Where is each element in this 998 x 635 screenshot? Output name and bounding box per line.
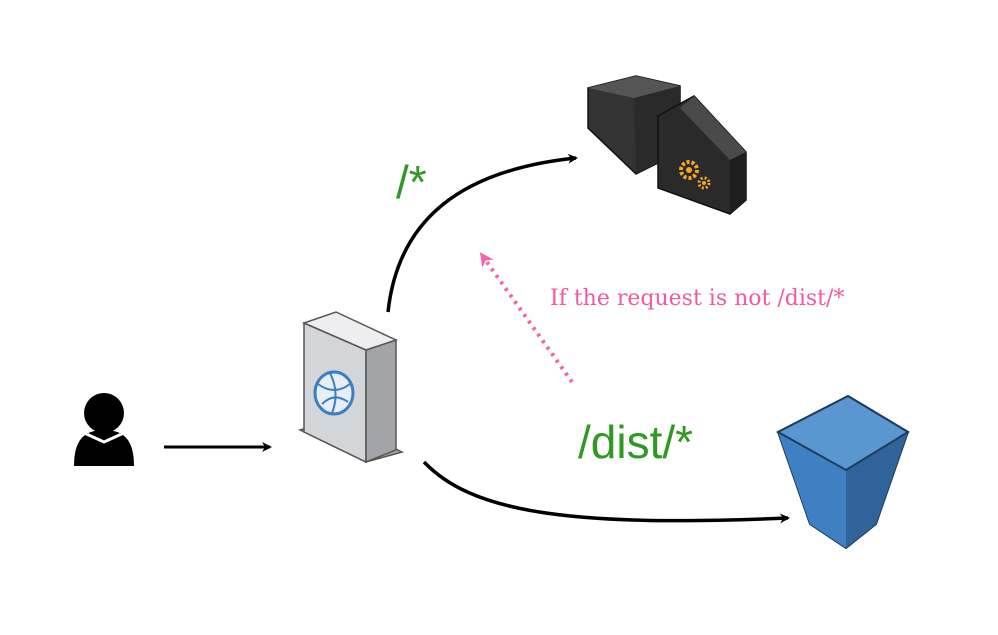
- route-default-label: /*: [396, 156, 427, 208]
- globe-icon: [313, 370, 355, 416]
- user-icon: [74, 393, 134, 466]
- arrow-proxy-to-bucket: [422, 460, 790, 524]
- proxy-server-icon: [297, 311, 405, 464]
- fallback-note-label: If the request is not /dist/*: [550, 286, 844, 311]
- arrow-proxy-to-app: [386, 153, 578, 313]
- app-server-icon: [587, 75, 747, 215]
- gear-icon: [679, 160, 711, 190]
- route-dist-label: /dist/*: [578, 416, 693, 468]
- storage-bucket-icon: [775, 394, 910, 550]
- fallback-arrow: [479, 252, 574, 384]
